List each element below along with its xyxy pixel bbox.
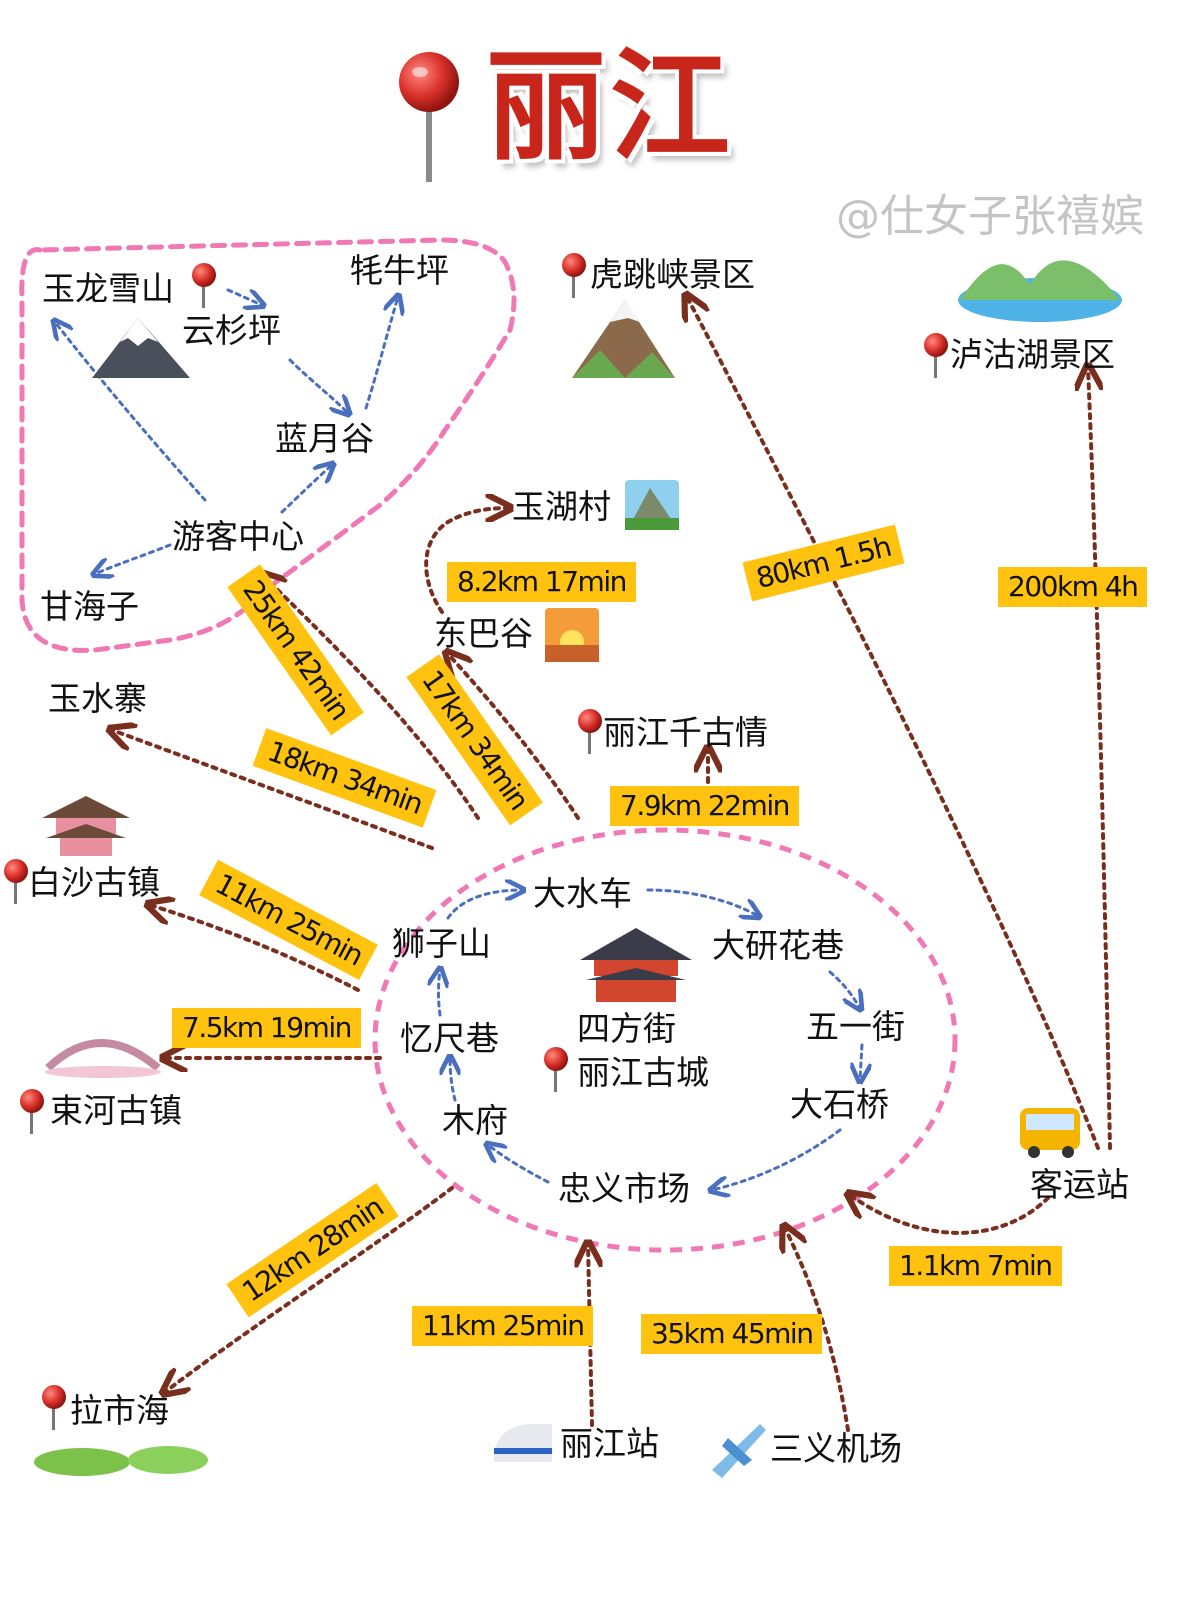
snow-mountain-area-outline [19,237,517,653]
arch-bridge-icon [45,1039,161,1078]
blue-route-youke-yulong [55,322,207,502]
airplane-icon [712,1424,766,1478]
blue-route-youke-lanyuegu [280,465,332,514]
grassland-icon [34,1446,208,1476]
route-line-baisha [150,905,360,992]
place-airport[interactable]: 三义机场 [770,1429,902,1468]
route-tag-yuhucun: 8.2km 17min [447,562,636,602]
pin-icon-lashihai [40,1384,68,1436]
route-line-bus [850,1195,1050,1235]
place-yunshanping[interactable]: 云杉坪 [182,311,281,350]
place-maoniuping[interactable]: 牦牛坪 [350,251,449,290]
route-line-youke [262,575,480,820]
place-youke[interactable]: 游客中心 [172,517,304,556]
place-yulong[interactable]: 玉龙雪山 [42,269,174,308]
place-luguhu[interactable]: 泸沽湖景区 [950,335,1115,374]
place-yichixiang[interactable]: 忆尺巷 [400,1019,499,1058]
pin-icon-baisha [2,858,30,910]
blue-route-yulong-yunshanping [226,288,262,305]
blue-route-lanyuegu-maoniuping [364,297,398,410]
pin-icon-luguhu [922,332,950,384]
pin-icon-shuhe [18,1088,46,1140]
train-icon [494,1424,552,1462]
place-wuyijie[interactable]: 五一街 [806,1007,905,1046]
page-title: 丽江 [486,38,734,177]
pin-icon-yulong [190,262,218,314]
lake-landscape-icon [958,260,1122,322]
place-gucheng[interactable]: 丽江古城 [577,1053,709,1092]
place-shuhe[interactable]: 束河古镇 [50,1091,182,1130]
route-line-yushuizhai [112,730,434,850]
blue-route-wuyijie-dashiqiao [860,1043,862,1080]
place-yuhucun[interactable]: 玉湖村 [512,487,611,526]
bus-icon [1020,1108,1080,1158]
place-dashiqiao[interactable]: 大石桥 [790,1085,889,1124]
place-station[interactable]: 丽江站 [560,1424,659,1463]
route-tag-shuhe: 7.5km 19min [172,1008,361,1048]
rocky-mountain-icon [572,300,675,378]
blue-route-yunshanping-lanyuegu [288,358,348,413]
place-yushuizhai[interactable]: 玉水寨 [48,679,147,718]
title-pin-icon [398,50,460,185]
route-tag-luguhu: 200km 4h [998,567,1148,607]
place-hutiaoxia[interactable]: 虎跳峡景区 [590,255,755,294]
sunrise-photo-icon [545,608,599,662]
blue-route-zhongyi-mufu [488,1145,550,1184]
pin-icon-gucheng [542,1046,570,1098]
place-ganhaizi[interactable]: 甘海子 [40,587,139,626]
route-tag-bus: 1.1km 7min [889,1246,1062,1286]
pin-icon-hutiaoxia [560,252,588,304]
route-line-airport [785,1228,850,1432]
blue-route-dashiqiao-zhongyi [712,1128,842,1190]
blue-route-mufu-yichixiang [450,1058,455,1102]
route-line-yuhucun [424,508,508,614]
place-baisha[interactable]: 白沙古镇 [28,863,160,902]
old-town-loop-outline [372,827,958,1253]
place-shizishan[interactable]: 狮子山 [392,924,491,963]
place-lanyuegu[interactable]: 蓝月谷 [275,419,374,458]
place-dashuiche[interactable]: 大水车 [533,874,632,913]
place-sifangjie[interactable]: 四方街 [577,1009,676,1048]
old-town-building-icon [580,928,692,1002]
blue-route-shizishan-dashuiche [446,890,522,920]
blue-route-yichixiang-shizishan [439,970,441,1017]
route-line-lashihai [165,1186,454,1392]
route-tag-airport: 35km 45min [641,1314,823,1354]
place-lashihai[interactable]: 拉市海 [70,1391,169,1430]
route-tag-station: 11km 25min [412,1306,594,1346]
route-line-dongbagu [448,654,580,820]
place-dayan[interactable]: 大研花巷 [712,926,844,965]
place-qianguqing[interactable]: 丽江千古情 [603,713,768,752]
place-bus[interactable]: 客运站 [1030,1165,1129,1204]
place-mufu[interactable]: 木府 [442,1101,508,1140]
pin-icon-qianguqing [576,708,604,760]
pagoda-icon [42,796,130,856]
blue-route-youke-ganhaizi [95,543,172,574]
snow-mountain-icon [92,318,190,378]
watermark: @仕女子张禧嫔 [836,191,1144,242]
blue-route-dashuiche-dayan [646,888,758,916]
blue-route-dayan-wuyijie [828,970,860,1008]
place-dongbagu[interactable]: 东巴谷 [434,614,533,653]
route-line-hutiaoxia [687,297,1100,1150]
national-park-photo-icon [625,480,679,530]
place-zhongyi[interactable]: 忠义市场 [558,1169,690,1208]
route-tag-qianguqing: 7.9km 22min [610,786,799,826]
route-line-luguhu [1088,368,1112,1150]
